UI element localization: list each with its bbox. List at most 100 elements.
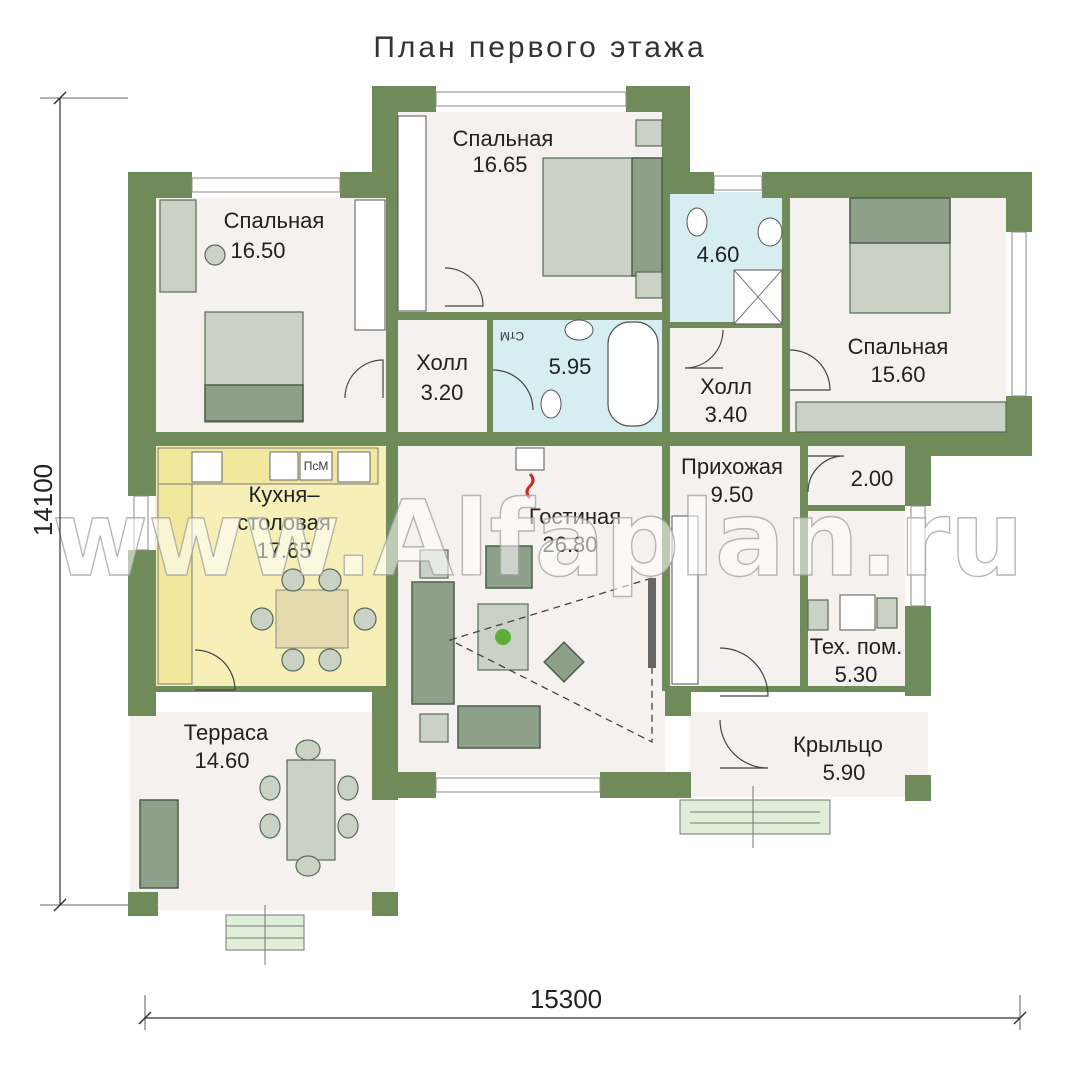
wall-interior: [662, 112, 670, 432]
chair: [281, 568, 305, 592]
window: [910, 505, 926, 607]
kitchen-name-line1: Кухня–: [248, 482, 320, 507]
wall-interior: [800, 446, 808, 691]
wall-seg: [372, 86, 436, 112]
terrace-name: Терраса: [184, 720, 269, 745]
bed-headboard: [204, 384, 304, 422]
floor-hall-left: [395, 317, 490, 432]
armchair: [485, 545, 533, 589]
tech-name: Тех. пом.: [810, 634, 903, 659]
toilet: [686, 207, 708, 237]
nightstand: [635, 271, 663, 299]
porch-name: Крыльцо: [793, 732, 883, 757]
bedroom-right-area: 15.60: [870, 362, 925, 387]
wall-seg: [128, 172, 192, 198]
door-swing: [789, 349, 831, 391]
hall-left-name: Холл: [416, 350, 468, 375]
chair: [337, 813, 359, 839]
wall-seg: [664, 172, 714, 194]
entry-name: Прихожая: [681, 454, 783, 479]
window: [435, 91, 627, 107]
bathtub: [607, 321, 659, 427]
plan-title: План первого этажа: [373, 31, 706, 64]
hall-right-name: Холл: [700, 374, 752, 399]
dishwasher-label: ПсМ: [304, 459, 329, 473]
desk: [159, 199, 197, 293]
wardrobe: [795, 401, 1007, 433]
floor-hall-right: [665, 327, 785, 432]
chair: [318, 568, 342, 592]
door-swing: [719, 719, 769, 769]
fire-icon: [525, 472, 535, 500]
wall-interior: [662, 446, 670, 691]
chair: [295, 739, 321, 761]
tv: [648, 578, 656, 668]
wall-interior: [156, 432, 1006, 446]
door-swing: [444, 267, 484, 307]
chair: [281, 648, 305, 672]
chair: [337, 775, 359, 801]
plant-icon: [495, 629, 511, 645]
wardrobe: [354, 199, 386, 331]
wall-interior: [487, 317, 493, 432]
wall-seg: [905, 456, 931, 506]
sink: [564, 319, 594, 341]
porch-steps: [679, 799, 831, 835]
watermark: www.Alfaplan.ru: [52, 478, 1024, 600]
wall-seg: [600, 772, 691, 798]
bedroom-left-area: 16.50: [230, 238, 285, 263]
living-area: 26.80: [542, 532, 597, 557]
wall-seg: [128, 196, 156, 496]
side-table: [419, 549, 449, 579]
door-swing: [194, 649, 236, 691]
wall-seg: [905, 775, 931, 801]
boiler: [807, 599, 829, 631]
wall-interior: [156, 686, 396, 692]
door-swing: [492, 369, 534, 411]
closet-area: 2.00: [851, 466, 894, 491]
wall-seg: [1006, 172, 1032, 232]
walls: [128, 86, 1032, 916]
terrace-area: 14.60: [194, 748, 249, 773]
wall-interior: [395, 312, 667, 320]
chair: [259, 775, 281, 801]
wall-seg: [128, 892, 158, 916]
toilet: [540, 389, 562, 419]
floor-closet: [805, 445, 905, 505]
chair: [250, 607, 274, 631]
wall-seg: [665, 690, 691, 716]
wall-seg: [905, 606, 931, 696]
wardrobe: [671, 515, 699, 685]
bath-area: 5.95: [549, 354, 592, 379]
kitchen-sink: [269, 451, 299, 481]
bedroom-top-area: 16.65: [472, 152, 527, 177]
kitchen-counter: [157, 483, 193, 685]
floor-kitchen: [155, 445, 395, 690]
wall-seg: [128, 550, 156, 710]
chair: [204, 244, 226, 266]
stove: [191, 451, 223, 483]
nightstand: [635, 119, 663, 147]
bedroom-right-name: Спальная: [848, 334, 949, 359]
window: [435, 777, 601, 793]
chair: [318, 648, 342, 672]
doors: [194, 267, 845, 769]
living-name: Гостиная: [529, 504, 621, 529]
dining-table: [275, 589, 349, 649]
sofa: [457, 705, 541, 749]
steps: [225, 786, 831, 965]
window: [1011, 231, 1027, 397]
wall-interior: [782, 192, 790, 432]
hall-left-area: 3.20: [421, 380, 464, 405]
wall-seg: [372, 772, 436, 798]
kitchen-area: 17.65: [256, 538, 311, 563]
room-labels: Спальная 16.65 Спальная 16.50 Спальная 1…: [184, 126, 949, 785]
bedroom-left-name: Спальная: [224, 208, 325, 233]
tech-area: 5.30: [835, 662, 878, 687]
dishwasher: [299, 451, 333, 481]
door-swing: [344, 359, 384, 399]
wall-interior: [665, 686, 908, 692]
wall-interior: [805, 505, 905, 511]
wall-seg: [762, 172, 1032, 198]
